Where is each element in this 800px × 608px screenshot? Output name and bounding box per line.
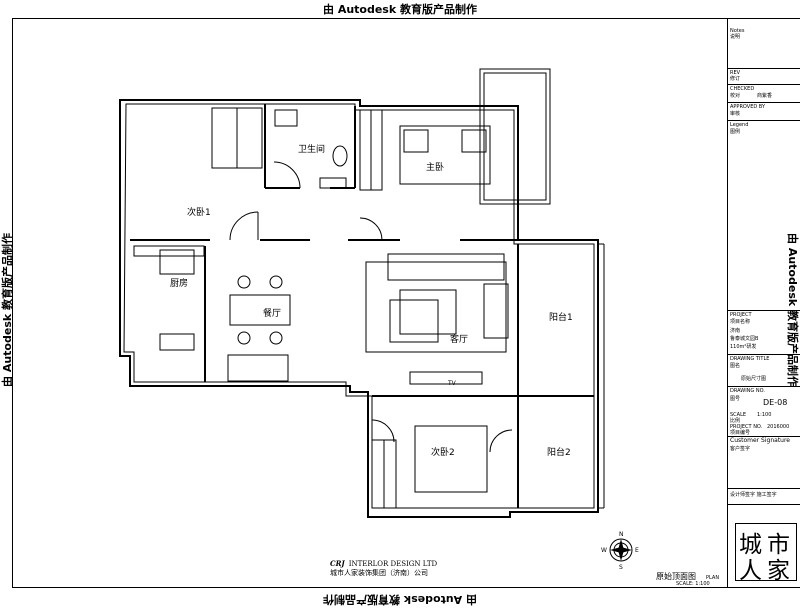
- frame-bottom: [12, 587, 800, 588]
- north-balcony: [479, 68, 551, 205]
- plan-scale: SCALE: 1:100: [676, 581, 710, 587]
- compass-s: S: [619, 564, 623, 570]
- tb-sign-line: 设计师签字 施工签字: [730, 492, 777, 498]
- tb-approved-cn: 审核: [730, 111, 741, 117]
- logo-char-4: 家: [767, 558, 790, 584]
- compass-icon: N S E W: [601, 531, 639, 570]
- tb-scale-label: SCALE: [730, 412, 747, 418]
- tb-project: PROJECT: [730, 312, 752, 318]
- plan-title: 原始顶面图: [656, 572, 696, 581]
- title-block: Notes 说明 REV 修订 CHECKED 校对 商紫香 APPROVED …: [727, 26, 800, 594]
- tb-drawing-no-cn: 图号: [730, 396, 741, 402]
- company-mark: CRJ: [330, 559, 345, 568]
- tb-legend-cn: 图例: [730, 129, 741, 135]
- tb-checked: CHECKED: [730, 86, 755, 92]
- room-label-kitchen: 厨房: [170, 277, 188, 289]
- tb-rev-cn: 修订: [730, 76, 741, 82]
- tb-project-l1: 济南: [730, 328, 741, 334]
- room-label-bedroom1: 次卧1: [187, 206, 211, 218]
- plan-subtitle: PLAN: [706, 575, 720, 581]
- room-label-balcony2: 阳台2: [547, 446, 571, 458]
- tb-notes: Notes: [730, 28, 745, 34]
- tb-project-no: PROJECT NO.: [730, 424, 763, 430]
- tb-checked-name: 商紫香: [757, 93, 773, 99]
- room-label-bathroom: 卫生间: [298, 143, 325, 155]
- tb-drawing-title: DRAWING TITLE: [730, 356, 770, 362]
- tb-project-cn: 项目名称: [730, 319, 751, 325]
- tb-drawing-title-val: 原始尺寸图: [741, 376, 767, 382]
- frame-top: [12, 18, 800, 19]
- tb-scale-val: 1:100: [757, 412, 772, 418]
- tb-notes-cn: 说明: [730, 34, 741, 40]
- logo-char-3: 人: [739, 558, 762, 584]
- tb-drawing-no: DRAWING NO.: [730, 388, 765, 394]
- company-line2: 城市人家装饰集团（济南）公司: [330, 569, 428, 577]
- room-label-living: 客厅: [450, 333, 468, 345]
- frame-left: [12, 18, 13, 588]
- room-label-master: 主卧: [426, 161, 444, 173]
- compass-e: E: [635, 547, 639, 554]
- tb-project-l3: 110m²研发: [730, 344, 757, 350]
- tb-drawing-title-cn: 图名: [730, 363, 741, 369]
- room-label-balcony1: 阳台1: [549, 311, 573, 323]
- tb-drawing-no-val: DE-08: [763, 398, 788, 407]
- tb-rev: REV: [730, 70, 741, 76]
- logo-char-2: 市: [767, 532, 790, 558]
- logo: 城 市 人 家: [735, 523, 797, 584]
- stamp-top: 由 Autodesk 教育版产品制作: [322, 3, 477, 16]
- compass-n: N: [619, 531, 624, 538]
- tb-approved: APPROVED BY: [730, 104, 766, 110]
- tb-checked-cn: 校对: [730, 93, 741, 99]
- tb-project-no-cn: 项目编号: [730, 430, 751, 436]
- room-label-bedroom2: 次卧2: [431, 446, 455, 458]
- tv-label: TV: [447, 380, 457, 387]
- tb-project-l2: 鲁泰城文园B: [730, 336, 759, 342]
- tb-project-no-val: 2016000: [767, 424, 790, 430]
- room-label-dining: 餐厅: [263, 307, 281, 319]
- tb-legend: Legend: [730, 122, 749, 128]
- logo-char-1: 城: [739, 532, 762, 558]
- tb-customer: Customer Signature: [730, 437, 790, 444]
- tb-customer-cn: 客户签字: [730, 446, 751, 452]
- frame-titleblock-divider: [727, 18, 728, 588]
- tb-scale-cn: 比例: [730, 418, 741, 424]
- compass-w: W: [601, 547, 607, 554]
